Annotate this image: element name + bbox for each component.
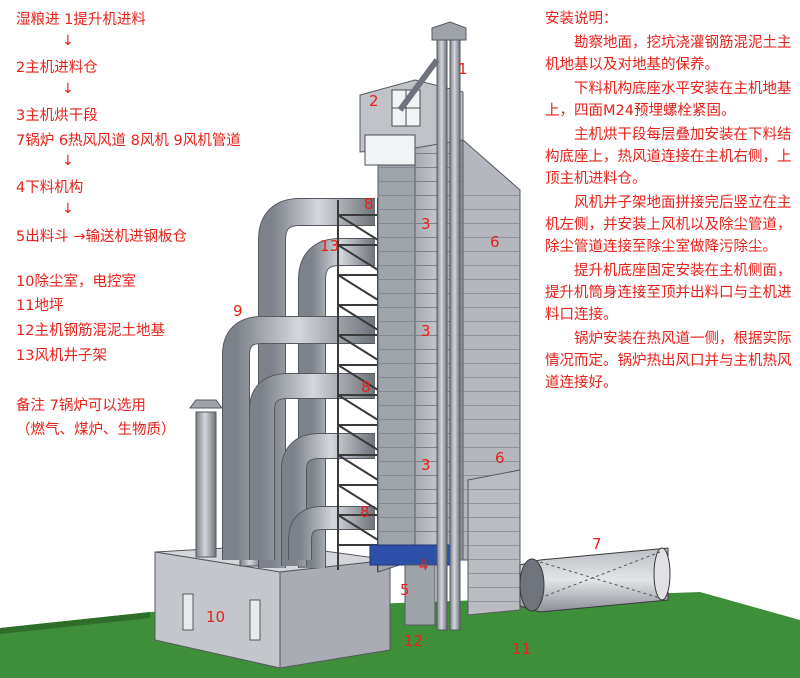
flow-step-2: 2主机进料仓 [16, 60, 98, 76]
label-6: 6 [495, 449, 505, 467]
install-step-3: 主机烘干段每层叠加安装在下料结构底座上，热风道连接在主机右侧，上顶主机进料仓。 [545, 127, 792, 187]
hot-air-duct [467, 469, 521, 616]
flow-arrow: ↓ [62, 153, 74, 169]
label-2: 2 [369, 92, 379, 110]
label-9: 9 [233, 302, 243, 320]
label-8: 8 [361, 378, 371, 396]
label-4: 4 [419, 556, 429, 574]
flow-arrow: ↓ [62, 33, 74, 49]
label-3: 3 [421, 456, 431, 474]
label-5: 5 [400, 581, 410, 599]
flow-arrow: ↓ [62, 81, 74, 97]
label-6: 6 [490, 233, 500, 251]
install-title: 安装说明： [545, 11, 618, 27]
install-step-4: 风机井子架地面拼接完后竖立在主机左侧，并安装上风机以及除尘管道，除尘管道连接至除… [545, 195, 792, 255]
legend-item-13: 13风机井子架 [16, 348, 107, 364]
legend-item-11: 11地坪 [16, 298, 64, 314]
install-step-6: 锅炉安装在热风道一侧，根据实际情况而定。锅炉热出风口并与主机热风道连接好。 [545, 331, 792, 391]
fan-frame [337, 198, 379, 572]
remark-line-2: （燃气、煤炉、生物质） [16, 422, 176, 438]
label-8: 8 [364, 195, 374, 213]
flow-step-3: 3主机烘干段 [16, 108, 98, 124]
bucket-elevator [397, 21, 467, 631]
label-8: 8 [360, 503, 370, 521]
flow-step-4: 4下料机构 [16, 180, 84, 196]
label-1: 1 [458, 60, 468, 78]
flow-step-1: 湿粮进 1提升机进料 [16, 12, 146, 28]
label-11: 11 [512, 640, 532, 658]
ground-slab [0, 592, 800, 678]
install-step-2: 下料机构底座水平安装在主机地基上，四面M24预埋螺栓紧固。 [545, 81, 792, 119]
install-step-1: 勘察地面，挖坑浇灌钢筋混泥土主机地基以及对地基的保养。 [545, 35, 792, 73]
label-3: 3 [421, 322, 431, 340]
flow-step-5: 5出料斗 →输送机进钢板仓 [16, 229, 187, 245]
label-12: 12 [404, 632, 424, 650]
install-notes: 安装说明： 勘察地面，挖坑浇灌钢筋混泥土主机地基以及对地基的保养。 下料机构底座… [545, 8, 797, 396]
fan-pipes [222, 198, 375, 568]
install-step-5: 提升机底座固定安装在主机侧面，提升机筒身连接至顶并出料口与主机进料口连接。 [545, 263, 792, 323]
legend-item-12: 12主机钢筋混泥土地基 [16, 323, 165, 339]
label-13: 13 [320, 237, 340, 255]
boiler [519, 547, 671, 613]
legend-item-10: 10除尘室，电控室 [16, 274, 136, 290]
remark-line-1: 备注 7锅炉可以选用 [16, 398, 146, 414]
label-3: 3 [421, 215, 431, 233]
label-10: 10 [206, 608, 226, 626]
label-7: 7 [592, 535, 602, 553]
flow-step-3b: 7锅炉 6热风风道 8风机 9风机管道 [16, 133, 241, 149]
flow-arrow: ↓ [62, 201, 74, 217]
